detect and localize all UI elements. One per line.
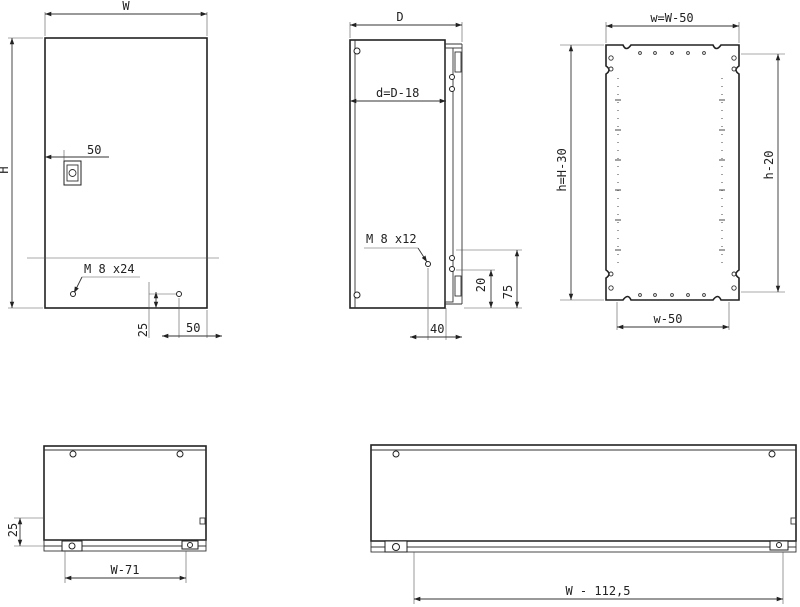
mounting-plate-outline [605,44,740,301]
offset-40-label: 40 [430,322,444,336]
depth-label: D [396,10,403,24]
width-label: W [122,0,130,13]
door-lock [63,160,82,186]
side-view: D d=D-18 M 8 x12 20 75 40 [349,10,522,340]
bottom-large-width-label: W - 112,5 [565,584,630,598]
offset-20-label: 20 [474,278,488,292]
bottom-small-width-label: W-71 [111,563,140,577]
lock-offset-label: 50 [87,143,101,157]
front-thread-label: M 8 x24 [84,262,135,276]
height-label: H [0,166,11,173]
bottom-small-outline [43,445,207,541]
front-mounting-bolt [70,291,76,297]
offset-75-label: 75 [501,285,515,299]
enclosure-front-outline [44,37,208,309]
enclosure-side-outline [349,39,446,309]
plate-height-label: h=H-30 [555,148,569,191]
plate-inner-height-label: h-20 [762,151,776,180]
bottom-view-large: W - 112,5 [370,444,797,604]
bottom-small-offset-label: 25 [6,523,20,537]
bottom-large-outline [370,444,797,542]
mounting-plate-view: w=W-50 h=H-30 h-20 w-50 [555,11,785,330]
plate-top-width-label: w=W-50 [650,11,693,25]
front-ground-bolt [176,291,182,297]
inner-depth-label: d=D-18 [376,86,419,100]
front-view: W H 50 M 8 x24 25 50 [0,0,222,339]
bottom-offset-label: 25 [136,323,150,337]
plate-bottom-width-label: w-50 [654,312,683,326]
bottom-view-small: 25 W-71 [6,445,207,583]
side-thread-label: M 8 x12 [366,232,417,246]
side-ground-bolt [425,261,431,267]
side-offset-label: 50 [186,321,200,335]
